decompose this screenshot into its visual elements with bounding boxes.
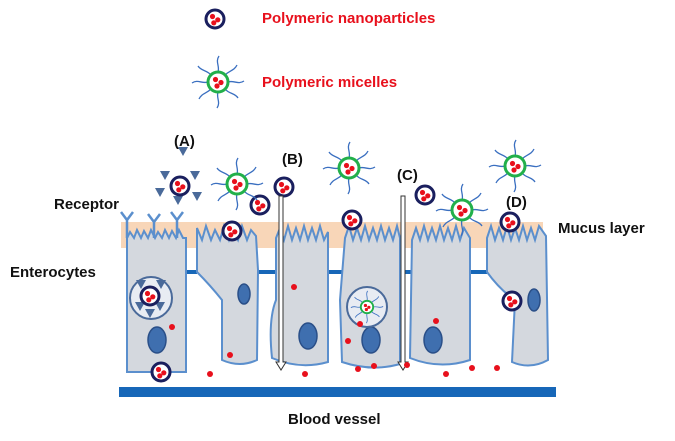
mucus-layer-label: Mucus layer: [558, 220, 645, 237]
legend-micelles-label: Polymeric micelles: [262, 74, 398, 91]
nanoparticle-icon: [499, 211, 521, 233]
enterocyte-cell-5: [408, 222, 471, 366]
nanoparticle-icon: [204, 8, 226, 30]
nanoparticle-icon: [249, 194, 271, 216]
receptor-icon: [147, 213, 161, 238]
enterocytes-label: Enterocytes: [10, 264, 96, 281]
micelle-icon: [190, 54, 246, 110]
mucus-layer-band: [121, 222, 543, 248]
nucleus-4: [361, 326, 381, 354]
nanoparticle-icon: [150, 361, 172, 383]
blood-vessel-bar: [119, 387, 556, 397]
arrow-icon: [275, 195, 287, 371]
pathway-c-label: (C): [397, 167, 418, 184]
pathway-d-label: (D): [506, 194, 527, 211]
receptor-icons: [120, 211, 184, 238]
nanoparticle-icon: [341, 209, 363, 231]
micelle-icon: [487, 138, 543, 194]
nucleus-3: [298, 322, 318, 350]
receptor-label: Receptor: [54, 196, 120, 213]
nanoparticle-icon: [273, 176, 295, 198]
legend-nanoparticles-label: Polymeric nanoparticles: [262, 10, 436, 27]
pathway-a-label: (A): [174, 133, 195, 150]
nanoparticle-icon: [414, 184, 436, 206]
receptor-icon: [170, 211, 184, 238]
nanoparticle-icon: [501, 290, 523, 312]
receptor-icon: [120, 211, 134, 238]
free-drug-dots: [169, 284, 500, 377]
pathway-b-label: (B): [282, 151, 303, 168]
nucleus-6: [527, 288, 541, 312]
nanoparticle-icon: [221, 220, 243, 242]
nanoparticle-icon: [139, 285, 161, 307]
blood-vessel-label: Blood vessel: [288, 411, 381, 428]
nucleus-2: [237, 283, 251, 305]
nucleus-5: [423, 326, 443, 354]
nucleus-1: [147, 326, 167, 354]
micelle-icon: [321, 140, 377, 196]
nanoparticle-icon: [169, 175, 191, 197]
